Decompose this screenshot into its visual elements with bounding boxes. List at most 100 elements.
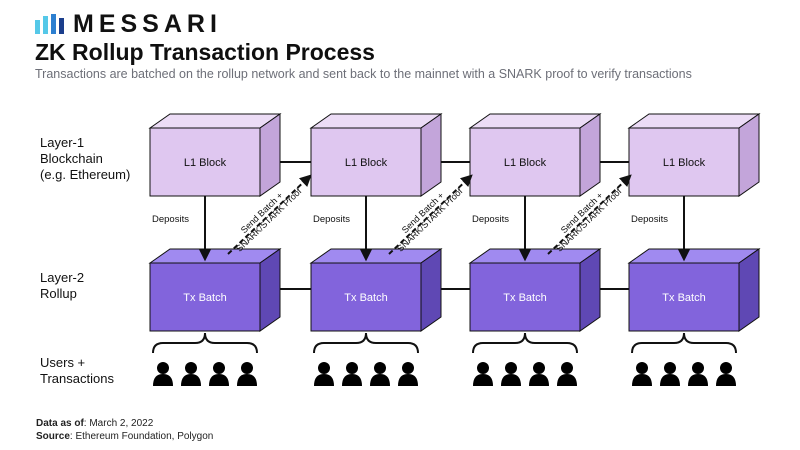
- user-icon: [370, 362, 390, 386]
- messari-logo-icon: [35, 14, 64, 34]
- user-icon: [716, 362, 736, 386]
- user-icon-head: [561, 362, 573, 374]
- user-icon: [473, 362, 493, 386]
- user-icon: [501, 362, 521, 386]
- l1-block: L1 Block: [309, 113, 443, 197]
- user-icon-head: [185, 362, 197, 374]
- user-icon-body: [660, 374, 680, 386]
- deposits-label: Deposits: [313, 214, 350, 225]
- tx-batch-top-face: [627, 248, 761, 264]
- tx-batch-top-face: [148, 248, 282, 264]
- user-icon: [557, 362, 577, 386]
- data-as-of: Data as of: March 2, 2022: [36, 418, 153, 430]
- tx-batch: Tx Batch: [627, 248, 761, 332]
- user-icon-body: [237, 374, 257, 386]
- layer2-label-line: Rollup: [40, 286, 77, 301]
- user-icon-head: [505, 362, 517, 374]
- tx-batch-side-face: [579, 248, 601, 332]
- send-batch-arrow: [227, 174, 312, 255]
- user-icon-body: [529, 374, 549, 386]
- user-icon-body: [632, 374, 652, 386]
- user-icon-head: [318, 362, 330, 374]
- tx-batch-label: Tx Batch: [503, 292, 546, 304]
- user-icon-head: [720, 362, 732, 374]
- tx-batch-label: Tx Batch: [183, 292, 226, 304]
- tx-batch-side-face: [738, 248, 760, 332]
- messari-logo: MESSARI: [35, 12, 222, 37]
- user-icon-head: [346, 362, 358, 374]
- user-icon-head: [213, 362, 225, 374]
- tx-batch-top-face: [309, 248, 443, 264]
- l1-block-top-face: [309, 113, 443, 129]
- page-title: ZK Rollup Transaction Process: [35, 39, 375, 65]
- user-icon-head: [374, 362, 386, 374]
- tx-batch-front-face: [310, 262, 422, 332]
- user-icon-body: [370, 374, 390, 386]
- data-as-of-value: : March 2, 2022: [83, 418, 154, 429]
- tx-batch: Tx Batch: [148, 248, 282, 332]
- layer1-label: Layer-1 Blockchain (e.g. Ethereum): [40, 135, 130, 183]
- user-icon: [237, 362, 257, 386]
- page-subtitle: Transactions are batched on the rollup n…: [35, 67, 692, 81]
- user-icon-body: [342, 374, 362, 386]
- users-label: Users + Transactions: [40, 355, 114, 387]
- users-label-line: Users +: [40, 355, 86, 370]
- users-label-line: Transactions: [40, 371, 114, 386]
- user-group-brace: [152, 332, 258, 354]
- user-icon: [342, 362, 362, 386]
- data-as-of-label: Data as of: [36, 418, 84, 429]
- deposits-label: Deposits: [631, 214, 668, 225]
- source-value: : Ethereum Foundation, Polygon: [69, 431, 214, 442]
- user-icon-head: [664, 362, 676, 374]
- l1-block-label: L1 Block: [504, 157, 547, 169]
- user-icon: [632, 362, 652, 386]
- l1-block-side-face: [738, 113, 760, 197]
- user-icon: [153, 362, 173, 386]
- deposits-label: Deposits: [472, 214, 509, 225]
- user-icon: [209, 362, 229, 386]
- l1-block-top-face: [627, 113, 761, 129]
- user-group-brace: [472, 332, 578, 354]
- tx-batch: Tx Batch: [468, 248, 602, 332]
- l1-block-front-face: [469, 127, 581, 197]
- user-icon: [688, 362, 708, 386]
- user-icon: [398, 362, 418, 386]
- user-icon-head: [241, 362, 253, 374]
- tx-batch-front-face: [149, 262, 261, 332]
- user-icon-head: [402, 362, 414, 374]
- user-icon-head: [692, 362, 704, 374]
- user-icon-body: [398, 374, 418, 386]
- user-icon-head: [477, 362, 489, 374]
- user-icon-body: [209, 374, 229, 386]
- l1-block: L1 Block: [627, 113, 761, 197]
- user-icon-head: [636, 362, 648, 374]
- user-group-brace: [631, 332, 737, 354]
- layer1-label-line: Blockchain: [40, 151, 103, 166]
- send-batch-arrow: [388, 174, 473, 255]
- l1-block-label: L1 Block: [345, 157, 388, 169]
- user-icon-body: [181, 374, 201, 386]
- user-icon-body: [473, 374, 493, 386]
- layer1-label-line: Layer-1: [40, 135, 85, 150]
- layer2-label-line: Layer-2: [40, 270, 85, 285]
- l1-block-top-face: [148, 113, 282, 129]
- l1-block-side-face: [259, 113, 281, 197]
- tx-batch-front-face: [628, 262, 740, 332]
- tx-batch-front-face: [469, 262, 581, 332]
- user-icon: [314, 362, 334, 386]
- layer1-label-line: (e.g. Ethereum): [40, 167, 131, 182]
- l1-block-label: L1 Block: [184, 157, 227, 169]
- l1-block: L1 Block: [468, 113, 602, 197]
- user-icon-head: [533, 362, 545, 374]
- tx-batch-label: Tx Batch: [662, 292, 705, 304]
- deposits-label: Deposits: [152, 214, 189, 225]
- layer2-label: Layer-2 Rollup: [40, 270, 84, 302]
- user-icon-body: [716, 374, 736, 386]
- user-icon: [660, 362, 680, 386]
- tx-batch-side-face: [259, 248, 281, 332]
- l1-block-top-face: [468, 113, 602, 129]
- send-batch-arrow: [547, 174, 632, 255]
- tx-batch: Tx Batch: [309, 248, 443, 332]
- l1-block-front-face: [310, 127, 422, 197]
